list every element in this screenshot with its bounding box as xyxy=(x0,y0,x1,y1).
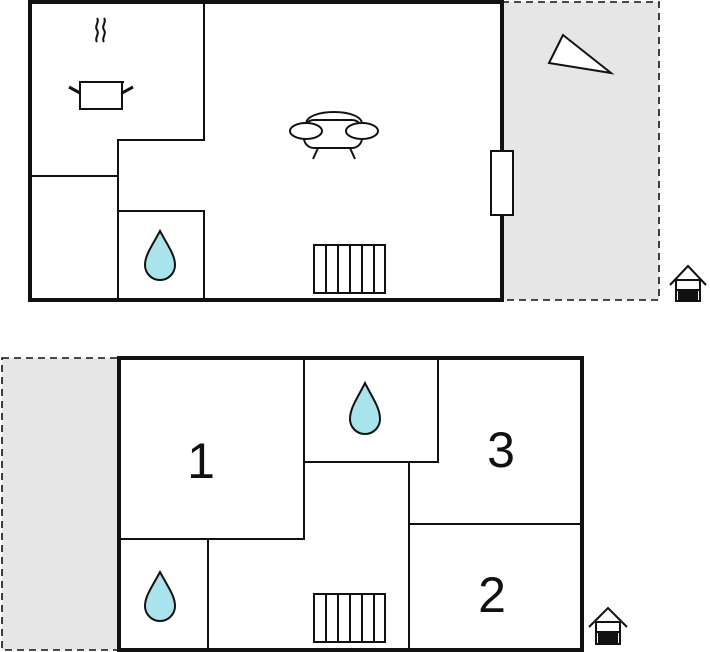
upper-floor: 1 3 2 xyxy=(1,356,628,652)
bedroom-number: 1 xyxy=(187,433,215,489)
bathroom-wall xyxy=(118,210,205,300)
cooking-pot-icon xyxy=(68,17,134,110)
bathroom-drop-icon xyxy=(143,569,177,622)
radiator-icon xyxy=(313,244,386,294)
kitchen-wall xyxy=(117,2,205,300)
bedroom-number: 3 xyxy=(487,422,515,478)
bathroom-drop-icon xyxy=(143,228,177,281)
sun-lounger-icon xyxy=(547,33,615,75)
sofa-icon xyxy=(289,111,379,160)
ground-floor-outer-wall xyxy=(28,0,504,302)
terrace-area xyxy=(1,357,120,651)
house-entrance-icon xyxy=(669,264,707,302)
bathroom-drop-icon xyxy=(348,380,382,435)
terrace-door-icon xyxy=(490,150,514,216)
house-entrance-icon xyxy=(588,606,628,645)
ground-floor xyxy=(28,0,707,302)
terrace-area xyxy=(501,1,660,301)
upper-floor-outer-wall xyxy=(117,356,584,652)
upper-bathroom-wall xyxy=(304,358,439,463)
radiator-icon xyxy=(313,593,386,643)
bedroom-number: 2 xyxy=(478,567,506,623)
bedroom-1-wall xyxy=(119,358,305,540)
